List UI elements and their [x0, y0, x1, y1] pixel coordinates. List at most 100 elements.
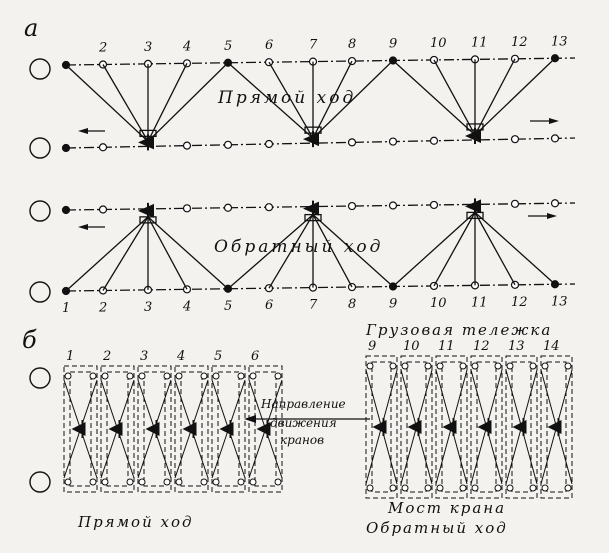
station-mid — [429, 136, 439, 145]
ray-reverse — [65, 216, 149, 292]
station-low — [264, 203, 274, 212]
station-number-top: 6 — [265, 38, 273, 53]
caption-forward-a: Прямой ход — [217, 88, 356, 108]
ray-reverse — [312, 214, 353, 288]
frame-number: 1 — [66, 349, 74, 364]
station-mid — [347, 138, 357, 147]
station-number-bottom: 6 — [265, 298, 273, 313]
bridge-frame-forward: 1 — [63, 349, 98, 493]
frame-number: 14 — [543, 339, 560, 354]
ray-reverse — [392, 211, 476, 287]
ray-forward — [392, 60, 476, 136]
station-number-bottom: 11 — [471, 295, 488, 310]
bridge-frame-reverse: 13 — [505, 339, 538, 499]
ray-reverse — [147, 216, 229, 290]
bridge-frame-reverse: 11 — [435, 339, 468, 499]
station-number-top: 10 — [430, 36, 447, 51]
ray-forward — [312, 60, 394, 139]
station-number-bottom: 10 — [430, 296, 447, 311]
label-bridge: Мост крана — [387, 499, 506, 517]
station-mid — [98, 143, 108, 152]
rails-a — [65, 57, 576, 292]
bridge-frame-reverse: 9 — [365, 339, 398, 499]
ray-forward — [474, 57, 556, 136]
station-number-top: 8 — [348, 37, 356, 52]
bridge-frame-reverse: 10 — [400, 339, 433, 499]
station-number-top: 11 — [471, 35, 488, 50]
part-a-label: а — [24, 14, 38, 42]
part-b-label: б — [22, 326, 37, 354]
frame-number: 2 — [102, 349, 111, 364]
ray-forward — [268, 61, 314, 139]
frame-number: 5 — [214, 349, 222, 364]
frame-number: 4 — [176, 349, 185, 364]
trolley-forward — [138, 129, 157, 151]
station-number-top: 12 — [511, 35, 528, 50]
ray-reverse — [227, 214, 314, 290]
station-mid — [182, 141, 192, 150]
station-number-top: 3 — [144, 40, 152, 55]
bridge-frame-forward: 4 — [174, 349, 209, 493]
station-mid — [264, 139, 274, 149]
ray-reverse — [474, 211, 556, 285]
station-number-bottom: 13 — [551, 294, 568, 309]
station-number-top: 4 — [182, 39, 191, 54]
bridge-frame-forward: 6 — [248, 349, 283, 493]
station-number-top: 2 — [98, 40, 107, 55]
bridge-frame-forward: 3 — [137, 349, 172, 493]
station-low — [223, 203, 233, 212]
frame-number: 11 — [438, 339, 455, 354]
station-number-bottom: 12 — [511, 295, 528, 310]
frame-number: 10 — [403, 339, 420, 354]
frame-number: 13 — [508, 339, 525, 354]
ray-forward — [65, 64, 149, 142]
ray-forward — [312, 60, 353, 139]
station-number-bottom: 4 — [182, 299, 191, 314]
station-mid — [550, 134, 560, 143]
ray-forward — [433, 59, 476, 136]
caption-reverse-a: Обратный ход — [214, 237, 383, 257]
bridge-frame-forward: 5 — [211, 349, 246, 493]
station-mid — [61, 143, 71, 153]
caption-reverse-b: Обратный ход — [366, 519, 508, 537]
ray-reverse — [312, 214, 394, 287]
ray-forward — [227, 62, 314, 139]
trolley-reverse — [138, 202, 157, 224]
ray-reverse — [268, 214, 314, 289]
station-low — [347, 201, 357, 211]
ray-forward — [147, 63, 188, 142]
label-trolley: Грузовая тележка — [365, 321, 552, 339]
ray-reverse — [474, 212, 516, 286]
station-low — [429, 200, 439, 210]
bridge-frame-forward: 2 — [100, 349, 135, 493]
station-number-bottom: 7 — [309, 298, 318, 313]
rail-end-circles — [29, 58, 51, 493]
station-number-bottom: 8 — [348, 297, 356, 312]
bridge-frame-reverse: 14 — [540, 339, 573, 499]
frame-number: 12 — [473, 339, 490, 354]
ray-reverse — [147, 216, 188, 290]
frame-number: 3 — [140, 349, 148, 364]
direction-arrows — [78, 118, 559, 423]
label-direction-1: Направление — [260, 397, 346, 411]
station-low — [61, 205, 71, 215]
ray-reverse — [102, 216, 149, 291]
station-number-bottom: 3 — [144, 300, 152, 315]
station-number-top: 7 — [309, 38, 318, 53]
trolley-forward — [303, 126, 322, 148]
station-number-bottom: 5 — [224, 299, 232, 314]
station-low — [182, 204, 192, 213]
ray-forward — [474, 58, 516, 136]
station-mid — [388, 137, 398, 146]
ray-forward — [102, 64, 149, 142]
station-mid — [510, 135, 520, 144]
trolley-forward — [465, 123, 484, 144]
station-number-top: 9 — [389, 37, 397, 52]
frame-number: 9 — [368, 339, 376, 354]
caption-forward-b: Прямой ход — [77, 513, 194, 531]
station-number-top: 5 — [224, 39, 232, 54]
